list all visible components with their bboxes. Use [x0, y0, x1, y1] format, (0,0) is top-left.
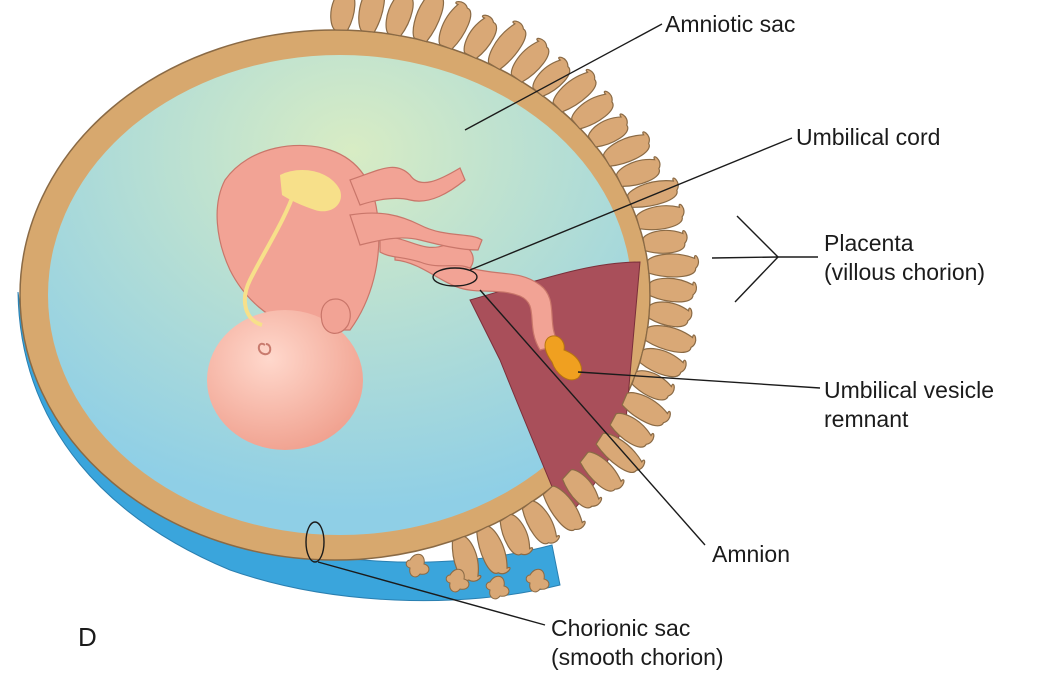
- chorionic-villus: [650, 278, 697, 302]
- chorionic-villus: [359, 0, 385, 32]
- label-umbilical-cord: Umbilical cord: [796, 123, 940, 151]
- chorionic-villus: [649, 302, 692, 327]
- label-chorionic-sac-smooth-chorion: (smooth chorion): [551, 643, 724, 671]
- placenta-leader-2: [712, 257, 778, 258]
- chorionic-villus: [636, 204, 684, 229]
- label-chorionic-sac: Chorionic sac: [551, 614, 690, 642]
- label-umbilical-vesicle: Umbilical vesicle: [824, 376, 994, 404]
- chorionic-villus: [331, 0, 355, 30]
- label-placenta: Placenta: [824, 229, 914, 257]
- label-placenta-villous-chorion: (villous chorion): [824, 258, 985, 286]
- label-umbilical-vesicle-remnant: remnant: [824, 405, 908, 433]
- smooth-chorion-villus-remnant: [406, 554, 429, 577]
- chorionic-villus: [648, 254, 699, 277]
- placenta-leader-1: [737, 216, 778, 257]
- embryo-hand: [321, 299, 350, 333]
- chorionic-villus: [643, 230, 687, 253]
- label-amnion: Amnion: [712, 540, 790, 568]
- placenta-leader-3: [735, 257, 778, 302]
- chorionic-villus: [386, 0, 413, 36]
- label-amniotic-sac: Amniotic sac: [665, 10, 795, 38]
- panel-letter: D: [78, 622, 97, 652]
